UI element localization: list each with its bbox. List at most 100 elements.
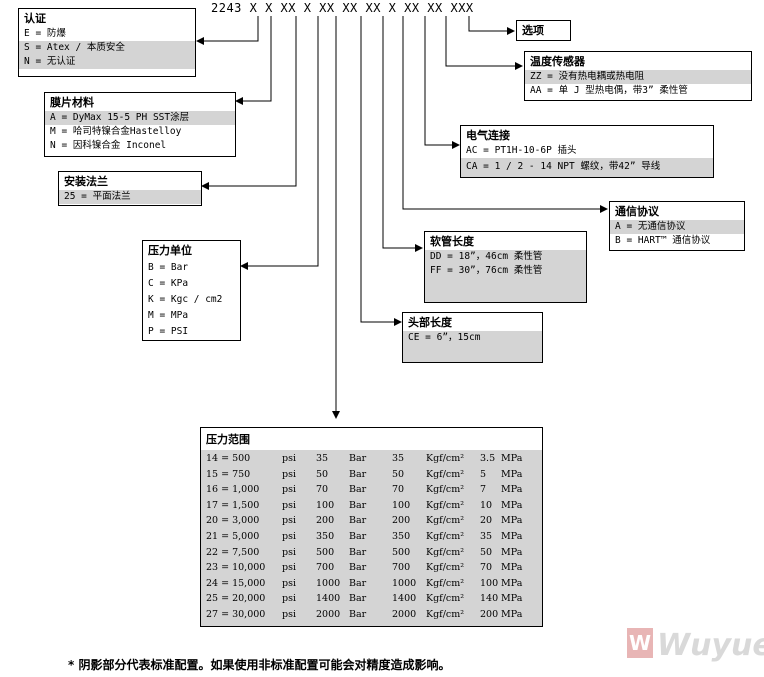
head-length-shade	[403, 331, 542, 362]
pressure-range-cell: MPa	[501, 530, 523, 542]
pressure-range-cell: MPa	[501, 453, 523, 464]
pressure-range-cell: 35	[392, 453, 405, 464]
model-code: 2243 X X XX X XX XX XX X XX XX XXX	[211, 1, 474, 15]
pressure-range-cell: 350	[392, 530, 411, 542]
pressure-range-title: 压力范围	[206, 433, 250, 446]
pressure-range-cell: Kgf/cm²	[426, 530, 465, 542]
electrical-option-ca: CA = 1 / 2 - 14 NPT 螺纹，带42” 导线	[461, 158, 713, 177]
pressure-range-cell: Bar	[349, 453, 367, 464]
pressure-range-cell: Kgf/cm²	[426, 468, 465, 480]
pressure-range-cell: 21 = 5,000	[206, 530, 260, 542]
pressure-range-cell: 200	[316, 515, 335, 527]
pressure-range-cell: MPa	[501, 577, 523, 589]
pressure-range-cell: 1000	[316, 577, 341, 589]
pressure-range-cell: 70	[480, 562, 493, 574]
pressure-range-cell: 22 = 7,500	[206, 546, 260, 558]
pressure-range-cell: 27 = 30,000	[206, 608, 266, 620]
pressure-range-cell: 20 = 3,000	[206, 515, 260, 527]
comm-box: 通信协议 A = 无通信协议 B = HART™ 通信协议	[609, 201, 745, 251]
pressure-range-cell: 17 = 1,500	[206, 499, 260, 511]
pressure-range-cell: Kgf/cm²	[426, 453, 465, 464]
pressure-range-cell: 7	[480, 484, 487, 496]
pressure-range-cell: Kgf/cm²	[426, 562, 465, 574]
electrical-title: 电气连接	[466, 129, 510, 142]
flange-title: 安装法兰	[64, 175, 108, 188]
pressure-range-cell: 5	[480, 468, 487, 480]
pressure-range-cell: 50	[316, 468, 329, 480]
diaphragm-option-n: N = 因科镍合金 Inconel	[50, 140, 167, 151]
pressure-range-cell: psi	[282, 515, 296, 527]
pressure-range-cell: 2000	[316, 608, 341, 620]
pressure-range-cell: psi	[282, 453, 296, 464]
pressure-range-cell: MPa	[501, 515, 523, 527]
pressure-range-cell: 200	[480, 608, 499, 620]
pressure-range-cell: 350	[316, 530, 335, 542]
electrical-box: 电气连接 AC = PT1H-10-6P 插头 CA = 1 / 2 - 14 …	[460, 125, 714, 178]
pressure-range-cell: Kgf/cm²	[426, 577, 465, 589]
head-length-box: 头部长度 CE = 6”，15cm	[402, 312, 543, 363]
pressure-unit-option-m: M = MPa	[148, 310, 189, 321]
options-title: 选项	[522, 24, 544, 37]
pressure-range-cell: 35	[480, 530, 493, 542]
pressure-unit-option-b: B = Bar	[148, 262, 189, 273]
pressure-range-cell: 15 = 750	[206, 468, 251, 480]
pressure-range-cell: MPa	[501, 608, 523, 620]
pressure-range-cell: 23 = 10,000	[206, 562, 266, 574]
pressure-range-cell: psi	[282, 484, 296, 496]
pressure-range-cell: 14 = 500	[206, 453, 251, 464]
pressure-range-cell: Bar	[349, 515, 367, 527]
pressure-range-cell: 16 = 1,000	[206, 484, 260, 496]
pressure-range-cell: psi	[282, 499, 296, 511]
pressure-range-cell: Kgf/cm²	[426, 484, 465, 496]
pressure-range-cell: 10	[480, 499, 493, 511]
pressure-range-cell: 70	[392, 484, 405, 496]
pressure-range-cell: Bar	[349, 499, 367, 511]
pressure-range-cell: Bar	[349, 562, 367, 574]
pressure-range-cell: psi	[282, 562, 296, 574]
comm-option-b: B = HART™ 通信协议	[615, 235, 711, 246]
hose-length-title: 软管长度	[430, 235, 474, 248]
pressure-unit-option-p: P = PSI	[148, 326, 189, 337]
pressure-range-cell: psi	[282, 468, 296, 480]
pressure-range-cell: Bar	[349, 546, 367, 558]
pressure-range-cell: 70	[316, 484, 329, 496]
pressure-unit-option-k: K = Kgc / cm2	[148, 294, 223, 305]
comm-option-a: A = 无通信协议	[610, 220, 744, 234]
pressure-range-cell: MPa	[501, 468, 523, 480]
pressure-range-cell: Bar	[349, 468, 367, 480]
pressure-range-cell: 100	[480, 577, 499, 589]
diaphragm-title: 膜片材料	[50, 96, 94, 109]
pressure-range-cell: 100	[392, 499, 411, 511]
flange-option-25: 25 = 平面法兰	[59, 190, 201, 204]
pressure-range-cell: 1400	[316, 593, 341, 605]
pressure-range-cell: 100	[316, 499, 335, 511]
pressure-range-cell: 50	[480, 546, 493, 558]
hose-length-shade	[425, 250, 586, 302]
pressure-range-cell: MPa	[501, 546, 523, 558]
pressure-range-cell: MPa	[501, 484, 523, 496]
temp-sensor-option-zz: ZZ = 没有热电耦或热电阻	[525, 70, 751, 84]
pressure-range-cell: MPa	[501, 593, 523, 605]
certification-option-e: E = 防爆	[24, 28, 66, 39]
flange-box: 安装法兰 25 = 平面法兰	[58, 171, 202, 206]
pressure-range-cell: 20	[480, 515, 493, 527]
options-box: 选项	[516, 20, 571, 41]
pressure-range-cell: 500	[316, 546, 335, 558]
pressure-range-cell: MPa	[501, 499, 523, 511]
pressure-range-cell: psi	[282, 530, 296, 542]
pressure-range-cell: Kgf/cm²	[426, 608, 465, 620]
pressure-range-cell: psi	[282, 546, 296, 558]
pressure-range-cell: 1000	[392, 577, 417, 589]
pressure-range-cell: 140	[480, 593, 499, 605]
pressure-range-cell: psi	[282, 608, 296, 620]
certification-option-n: N = 无认证	[19, 55, 195, 69]
certification-title: 认证	[24, 12, 46, 25]
certification-option-s: S = Atex / 本质安全	[19, 41, 195, 55]
